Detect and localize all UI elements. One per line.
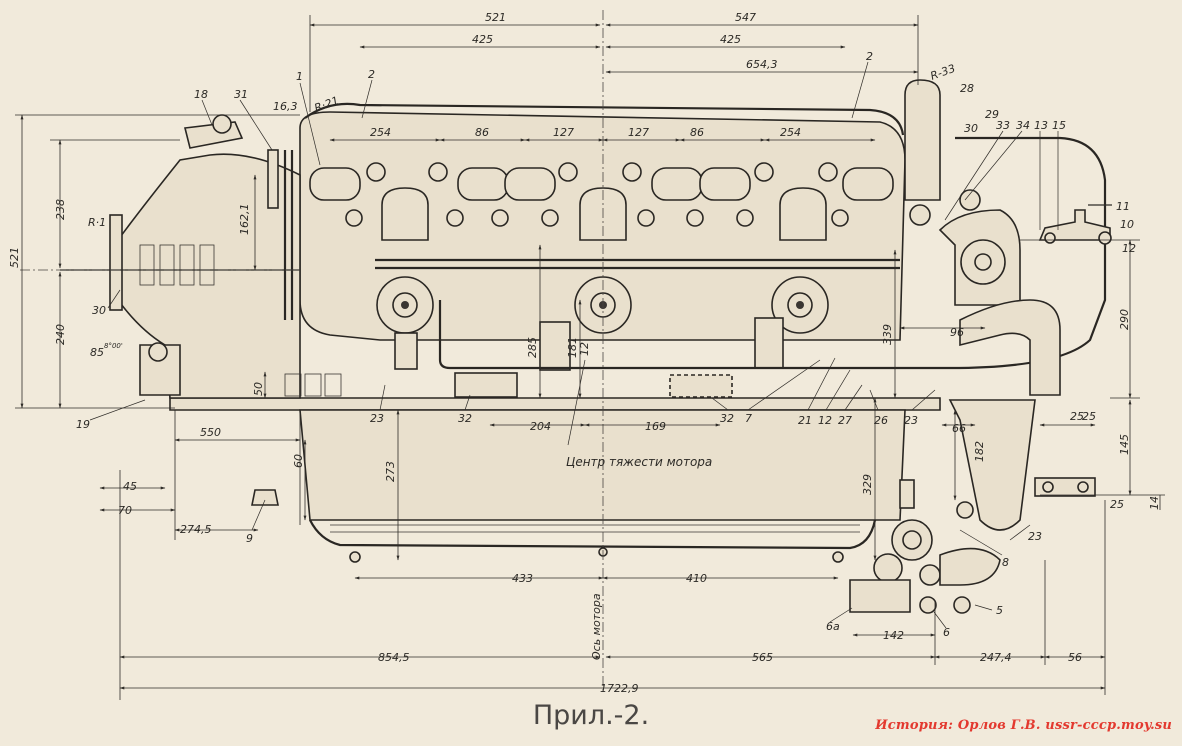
right-accessories — [849, 79, 1112, 614]
callout-6: 6 — [943, 626, 950, 639]
callout-1: 1 — [296, 70, 303, 83]
callout-34: 34 — [1016, 119, 1030, 132]
dim-127-left: 127 — [553, 126, 574, 139]
callout-12-mid: 12 — [578, 342, 591, 356]
callout-18: 18 — [194, 88, 208, 101]
callout-6a: 6а — [826, 620, 840, 633]
carburetors — [376, 276, 829, 371]
dim-329: 329 — [861, 474, 874, 495]
spark-plug-holes — [345, 162, 849, 227]
callout-23-mid: 23 — [904, 414, 918, 427]
callout-21: 21 — [798, 414, 812, 427]
dim-85: 85 — [90, 346, 104, 359]
dim-56: 56 — [1068, 651, 1082, 664]
dim-86-left: 86 — [475, 126, 489, 139]
dim-290: 290 — [1118, 309, 1131, 330]
callout-2-right: 2 — [866, 50, 873, 63]
callout-30: 30 — [92, 304, 106, 317]
callout-12-right: 12 — [1122, 242, 1136, 255]
callout-9: 9 — [246, 532, 253, 545]
dim-238: 238 — [54, 199, 67, 220]
callout-5: 5 — [996, 604, 1003, 617]
dim-86-right: 86 — [690, 126, 704, 139]
dim-25: 25 — [1070, 410, 1084, 423]
dim-16-3: 16,3 — [273, 100, 298, 113]
dim-339: 339 — [881, 324, 894, 345]
dim-654-3: 654,3 — [746, 58, 778, 71]
callout-7: 7 — [745, 412, 752, 425]
dim-274-5: 274,5 — [180, 523, 212, 536]
callout-19: 19 — [76, 418, 90, 431]
dim-204: 204 — [530, 420, 551, 433]
dim-240: 240 — [54, 324, 67, 345]
dim-285: 285 — [526, 337, 539, 358]
callout-27: 27 — [838, 414, 852, 427]
dim-50: 50 — [252, 382, 265, 396]
dim-565: 565 — [752, 651, 773, 664]
dimension-labels: 521 547 425 425 654,3 16,3 R·21 R-33 28 … — [8, 11, 1161, 695]
dim-29: 29 — [985, 108, 999, 121]
dim-66: 66 — [952, 422, 966, 435]
dim-30-top: 30 — [964, 122, 978, 135]
dim-550: 550 — [200, 426, 221, 439]
dim-162-1: 162,1 — [238, 204, 251, 236]
dim-145: 145 — [1118, 434, 1131, 455]
dim-r33: R-33 — [929, 62, 958, 83]
source-credit: История: Орлов Г.В. ussr-cccp.moy.su — [875, 718, 1172, 733]
dim-r1: R·1 — [88, 216, 106, 229]
callout-8: 8 — [1002, 556, 1009, 569]
dim-425-right: 425 — [720, 33, 741, 46]
dim-127-right: 127 — [628, 126, 649, 139]
dim-521-top: 521 — [485, 11, 506, 24]
callout-25-lower: 25 — [1110, 498, 1124, 511]
callout-12-bottom: 12 — [818, 414, 832, 427]
callout-23-right: 23 — [1028, 530, 1042, 543]
callout-32-right: 32 — [720, 412, 734, 425]
dim-433: 433 — [512, 572, 533, 585]
callout-13: 13 — [1034, 119, 1048, 132]
engine-axis-label: Ось мотора — [590, 593, 603, 660]
center-lines — [20, 10, 604, 690]
dim-8deg: 8°00' — [104, 342, 123, 350]
callout-numbers: 1 2 2 18 31 33 34 13 15 11 10 12 30 19 2… — [76, 50, 1136, 639]
dim-70: 70 — [118, 504, 132, 517]
callout-31: 31 — [234, 88, 248, 101]
dim-169: 169 — [645, 420, 666, 433]
dim-521-left: 521 — [8, 247, 21, 268]
dim-60: 60 — [292, 454, 305, 468]
dim-425-left: 425 — [472, 33, 493, 46]
dim-547-top: 547 — [735, 11, 756, 24]
dim-254-left: 254 — [370, 126, 391, 139]
callout-32-left: 32 — [458, 412, 472, 425]
mounting-feet — [139, 342, 844, 563]
dim-28: 28 — [960, 82, 974, 95]
dim-142: 142 — [883, 629, 904, 642]
callout-2-left: 2 — [368, 68, 375, 81]
figure-caption: Прил.-2. — [532, 700, 650, 731]
dim-410: 410 — [686, 572, 707, 585]
exhaust-ports — [309, 167, 894, 201]
callout-26: 26 — [874, 414, 888, 427]
dim-247-4: 247,4 — [980, 651, 1012, 664]
callout-15: 15 — [1052, 119, 1066, 132]
dimension-lines — [15, 15, 1165, 700]
dim-854-5: 854,5 — [378, 651, 410, 664]
callout-leaders — [89, 61, 1059, 629]
dim-181: 181 — [566, 337, 579, 358]
callout-10: 10 — [1120, 218, 1134, 231]
dim-14: 14 — [1148, 496, 1161, 510]
center-of-gravity-label: Центр тяжести мотора — [566, 455, 712, 469]
dim-273: 273 — [384, 461, 397, 482]
dim-182: 182 — [973, 441, 986, 462]
dim-96: 96 — [950, 326, 964, 339]
callout-11: 11 — [1116, 200, 1130, 213]
dim-45: 45 — [123, 480, 137, 493]
callout-25-upper: 25 — [1082, 410, 1096, 423]
dim-254-right: 254 — [780, 126, 801, 139]
dim-1722-9: 1722,9 — [600, 682, 639, 695]
callout-33: 33 — [996, 119, 1010, 132]
callout-23-left: 23 — [370, 412, 384, 425]
